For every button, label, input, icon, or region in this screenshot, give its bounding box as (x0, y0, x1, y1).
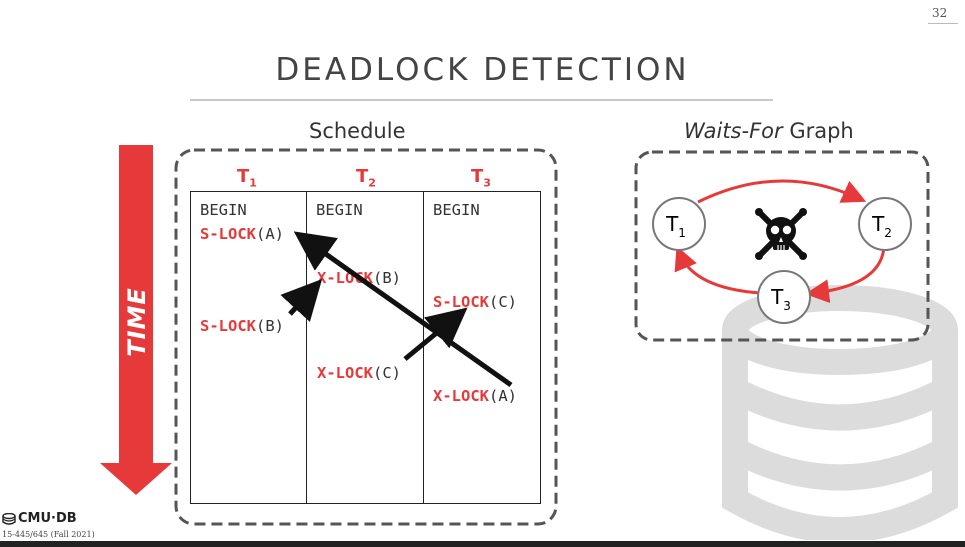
schedule-label: Schedule (309, 119, 406, 143)
t1-slock-b: S-LOCK(B) (200, 317, 284, 335)
skull-crossbones-icon (755, 208, 807, 260)
waits-for-graph: T1 T2 T3 (652, 179, 912, 324)
edge-t3-to-t1 (674, 245, 761, 295)
wait-arrow-t1-to-t2 (280, 278, 323, 322)
page-number: 32 (932, 6, 948, 20)
schedule-table (190, 191, 541, 504)
wait-arrow-t2-to-t3 (403, 307, 468, 361)
node-t2: T2 (858, 197, 912, 251)
node-t3-label: T3 (770, 285, 791, 313)
node-t1-label: T1 (665, 212, 686, 240)
logo: CMU·DB (2, 511, 77, 526)
t2-header: T2 (356, 166, 376, 190)
time-arrow (100, 145, 172, 495)
database-icon (2, 512, 16, 525)
bottom-bar (0, 541, 965, 547)
node-t3: T3 (757, 270, 811, 324)
course-label: 15-445/645 (Fall 2021) (2, 530, 95, 539)
logo-text: CMU·DB (18, 511, 77, 526)
t2-xlock-b: X-LOCK(B) (317, 269, 401, 287)
graph-label: Graph (782, 119, 854, 143)
database-watermark-icon (722, 285, 958, 540)
t3-header: T3 (471, 166, 491, 190)
t2-xlock-c: X-LOCK(C) (317, 364, 401, 382)
edge-t2-to-t3 (805, 245, 886, 304)
waits-for-graph-label: Waits-For Graph (684, 119, 854, 143)
title-divider (190, 99, 773, 101)
node-t2-label: T2 (871, 212, 892, 240)
t2-begin: BEGIN (316, 201, 363, 219)
page-number-rule (928, 23, 958, 24)
waits-for-graph-box (634, 150, 930, 342)
t3-slock-c: S-LOCK(C) (433, 293, 517, 311)
wait-arrow-t3-to-t1 (293, 231, 513, 388)
page-title: DEADLOCK DETECTION (275, 52, 690, 88)
waits-for-label: Waits-For (684, 119, 783, 143)
edge-t1-to-t2 (697, 179, 867, 204)
t3-xlock-a: X-LOCK(A) (433, 387, 517, 405)
t1-begin: BEGIN (200, 201, 247, 219)
schedule-box (174, 148, 558, 526)
t1-header: T1 (237, 166, 257, 190)
t3-begin: BEGIN (433, 201, 480, 219)
node-t1: T1 (652, 197, 706, 251)
t1-slock-a: S-LOCK(A) (200, 225, 284, 243)
